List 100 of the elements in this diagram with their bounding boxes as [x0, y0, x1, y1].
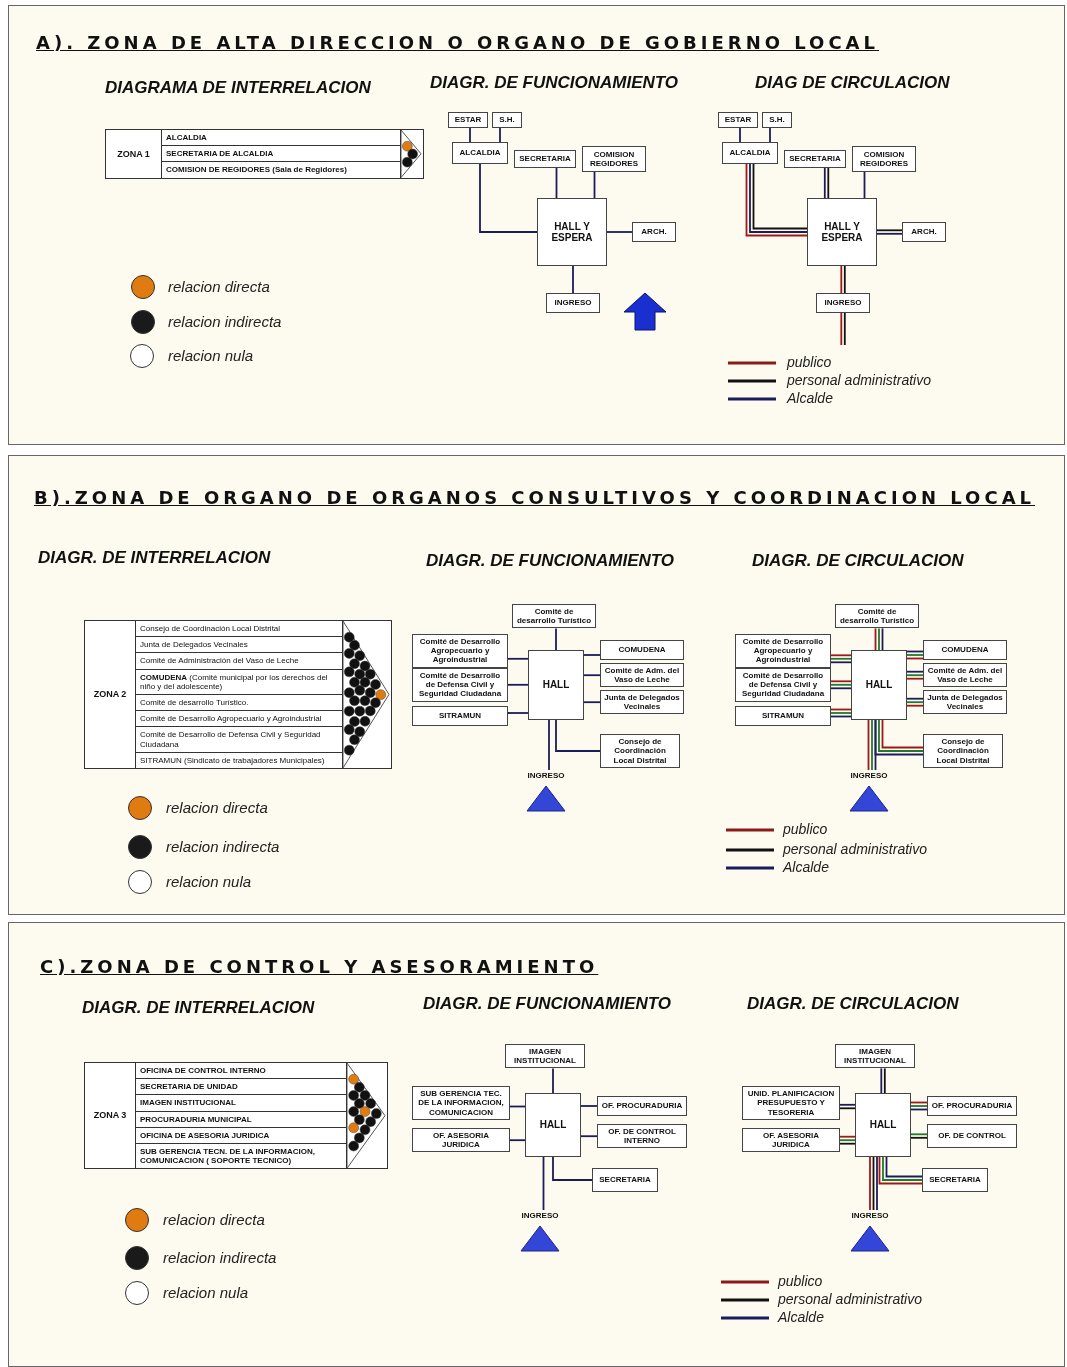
connector-line — [876, 229, 903, 232]
matrix-row: OFICINA DE CONTROL INTERNO — [135, 1063, 347, 1080]
room-box: Junta de Delegados Vecinales — [923, 690, 1007, 715]
legend-text: relacion nula — [163, 1284, 249, 1301]
matrix-row: SECRETARIA DE UNIDAD — [135, 1079, 347, 1096]
connector-line — [583, 654, 601, 656]
legend-text: personal administrativo — [787, 372, 931, 388]
connector-line — [867, 719, 870, 771]
connector-line — [823, 167, 826, 199]
connector-line — [843, 312, 846, 346]
room-box: ESTAR — [448, 112, 488, 128]
matrix-row: OFICINA DE ASESORIA JURIDICA — [135, 1127, 347, 1144]
room-box: Comité de Desarrollo de Defensa Civil y Seguridad Ciudadana — [735, 668, 831, 702]
connector-line — [593, 171, 596, 199]
zone-label: ZONA 2 — [93, 689, 127, 700]
hall-box: HALL — [851, 650, 907, 720]
matrix-row: Comité de Desarrollo de Defensa Civil y Seguridad Ciudadana — [135, 727, 343, 753]
connector-line — [874, 719, 877, 771]
connector-line — [839, 1139, 856, 1142]
hall-box: HALL — [528, 650, 584, 720]
room-box: SITRAMUN — [735, 706, 831, 726]
room-box: COMISION REGIDORES — [582, 146, 646, 172]
connector-line — [910, 1101, 928, 1104]
connector-line — [552, 1156, 593, 1181]
connector-line — [542, 1156, 545, 1211]
connector-line — [830, 657, 852, 660]
connector-line — [840, 265, 843, 294]
connector-line — [830, 661, 852, 664]
connector-line — [906, 657, 924, 660]
connector-line — [830, 680, 852, 683]
connector-line — [830, 708, 852, 711]
connector-line — [580, 1135, 598, 1138]
room-box: Comité de Adm. del Vaso de Leche — [600, 663, 684, 688]
connector-line — [769, 127, 771, 143]
connector-line — [840, 312, 843, 346]
room-box: INGRESO — [546, 293, 600, 313]
diagram-subtitle: DIAGR. DE CIRCULACION — [747, 994, 959, 1014]
connector-line — [880, 1067, 883, 1094]
connector-line — [906, 650, 924, 653]
entrance-label: INGRESO — [522, 770, 570, 782]
room-box: SUB GERENCIA TEC. DE LA INFORMACION, COMUNICACION — [412, 1086, 510, 1120]
interrelation-matrix — [84, 1062, 388, 1170]
connector-line — [580, 1105, 598, 1107]
matrix-row: Comité de Administración del Vaso de Leche — [135, 653, 343, 670]
connector-line — [906, 670, 924, 673]
connector-line — [572, 265, 574, 294]
matrix-row: ALCALDIA — [161, 130, 401, 147]
connector-line — [839, 1103, 856, 1106]
connector-line — [507, 683, 529, 686]
legend-text: Alcalde — [783, 859, 829, 875]
diagram-subtitle: DIAGR. DE FUNCIONAMIENTO — [426, 551, 675, 571]
room-box: Consejo de Coordinación Local Distrital — [923, 734, 1003, 768]
connector-line — [830, 654, 852, 657]
room-box: S.H. — [762, 112, 792, 128]
connector-line — [509, 1105, 526, 1108]
room-box: ALCALDIA — [722, 142, 778, 164]
room-box: COMUDENA — [923, 640, 1007, 660]
matrix-row: PROCURADURIA MUNICIPAL — [135, 1111, 347, 1128]
connector-line — [871, 719, 873, 771]
connector-line — [906, 674, 924, 677]
interrelation-matrix — [84, 620, 392, 769]
diagram-subtitle: DIAGR. DE FUNCIONAMIENTO — [430, 73, 679, 93]
interrelation-matrix — [105, 129, 424, 179]
legend-text: relacion indirecta — [163, 1249, 277, 1266]
room-box: OF. PROCURADURIA — [927, 1096, 1017, 1116]
legend-text: relacion directa — [163, 1211, 265, 1228]
room-box: ESTAR — [718, 112, 758, 128]
room-box: Comité de Adm. del Vaso de Leche — [923, 663, 1007, 688]
connector-line — [876, 1156, 878, 1211]
hall-box: HALL Y ESPERA — [807, 198, 877, 266]
matrix-row: Comité de Desarrollo Agropecuario y Agroindustrial — [135, 711, 343, 728]
room-box: ARCH. — [632, 222, 676, 242]
connector-line — [906, 701, 924, 704]
connector-line — [839, 1142, 856, 1145]
diagram-subtitle: DIAG DE CIRCULACION — [755, 73, 950, 93]
room-box: INGRESO — [816, 293, 870, 313]
section-heading: B).ZONA DE ORGANO DE ORGANOS CONSULTIVOS Y COORDINACION LOCAL — [34, 486, 1037, 510]
legend-text: personal administrativo — [778, 1291, 922, 1307]
matrix-row: COMUDENA (Comité municipal por los derechos del niño y del adolescente) — [135, 669, 343, 695]
diagram-subtitle: DIAGRAMA DE INTERRELACION — [105, 78, 371, 98]
connector-line — [555, 627, 557, 651]
section-heading: C).ZONA DE CONTROL Y ASESORAMIENTO — [40, 955, 600, 979]
connector-line — [739, 127, 741, 143]
matrix-row: Junta de Delegados Vecinales — [135, 637, 343, 654]
room-box: ARCH. — [902, 222, 946, 242]
room-box: OF. ASESORIA JURIDICA — [742, 1128, 840, 1153]
connector-line — [552, 1067, 554, 1094]
connector-line — [839, 1107, 856, 1110]
connector-line — [910, 1133, 928, 1136]
legend-text: relacion directa — [168, 278, 270, 295]
connector-line — [583, 701, 601, 704]
room-box: OF. DE CONTROL — [927, 1124, 1017, 1148]
room-box: IMAGEN INSTITUCIONAL — [505, 1044, 585, 1069]
room-box: SITRAMUN — [412, 706, 508, 726]
room-box: S.H. — [492, 112, 522, 128]
connector-line — [583, 674, 601, 677]
room-box: OF. PROCURADURIA — [597, 1096, 687, 1116]
connector-line — [883, 1067, 886, 1094]
connector-line — [872, 1156, 875, 1211]
connector-line — [906, 677, 924, 680]
